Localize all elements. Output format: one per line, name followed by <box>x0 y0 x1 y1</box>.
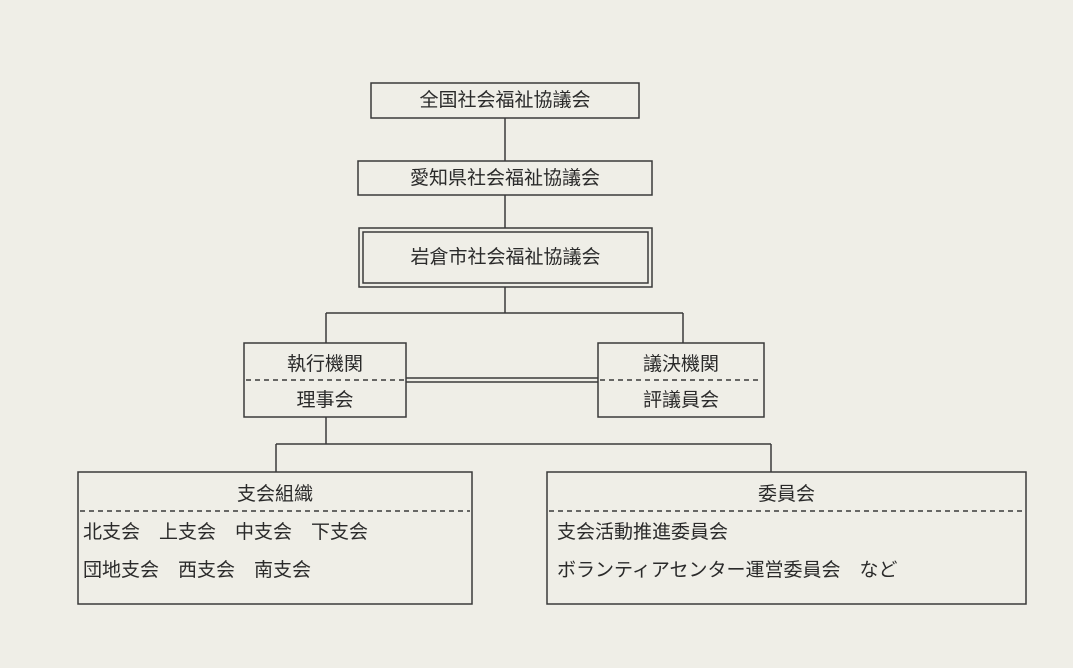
box-city-inner <box>362 231 649 284</box>
branches-row: 北支会 上支会 中支会 下支会 <box>83 521 369 543</box>
committees-row: ボランティアセンター運営委員会 など <box>557 559 898 581</box>
box-branches <box>77 471 473 605</box>
legislative-header: 議決機関 <box>642 353 719 375</box>
box-legislative <box>597 342 765 418</box>
box-executive <box>243 342 407 418</box>
node-city: 岩倉市社会福祉協議会 <box>410 246 601 268</box>
node-prefecture: 愛知県社会福祉協議会 <box>409 167 600 189</box>
node-national: 全国社会福祉協議会 <box>419 89 591 111</box>
committees-row: 支会活動推進委員会 <box>557 521 729 543</box>
committees-header: 委員会 <box>757 483 815 505</box>
executive-header: 執行機関 <box>286 353 363 375</box>
box-committees <box>546 471 1027 605</box>
branches-header: 支会組織 <box>236 483 313 505</box>
branches-row: 団地支会 西支会 南支会 <box>83 559 312 581</box>
legislative-body: 評議員会 <box>642 389 719 411</box>
executive-body: 理事会 <box>296 389 354 411</box>
